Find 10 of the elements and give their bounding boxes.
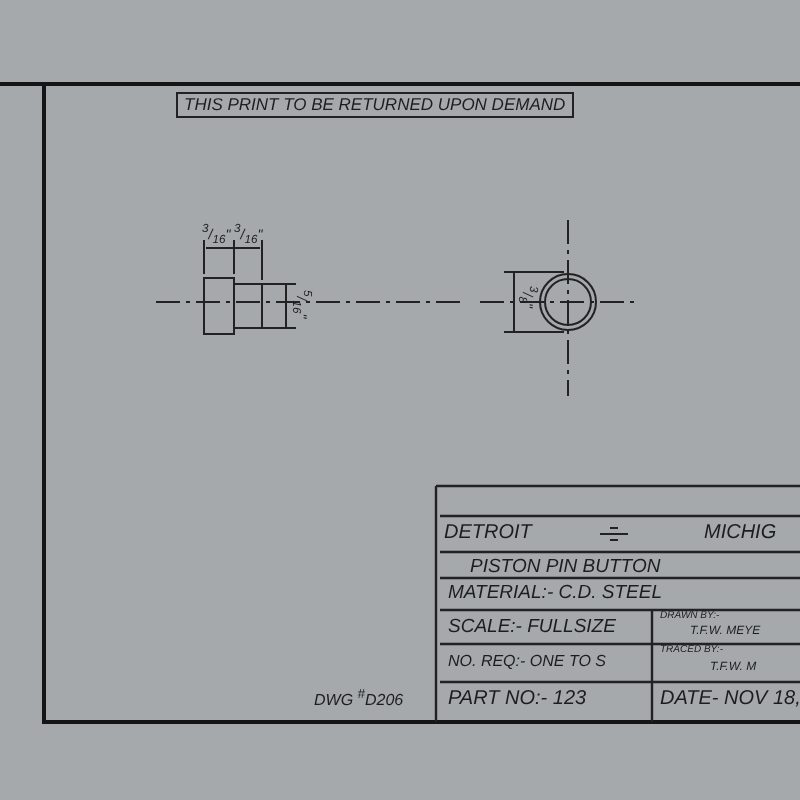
material-text: MATERIAL:- C.D. STEEL <box>448 584 662 603</box>
quantity-text: NO. REQ:- ONE TO S <box>448 654 606 670</box>
part-number-text: PART NO:- 123 <box>448 690 587 710</box>
scale-text: SCALE:- FULLSIZE <box>448 618 616 637</box>
notice-text: THIS PRINT TO BE RETURNED UPON DEMAND <box>176 92 574 117</box>
location-text: MICHIG <box>704 524 777 544</box>
drawing-number: DWG $^{#}$D206 <box>314 690 404 710</box>
date-text: DATE- NOV 18, <box>660 690 800 710</box>
part-name-text: PISTON PIN BUTTON <box>470 558 661 577</box>
location-text: DETROIT <box>444 524 532 544</box>
